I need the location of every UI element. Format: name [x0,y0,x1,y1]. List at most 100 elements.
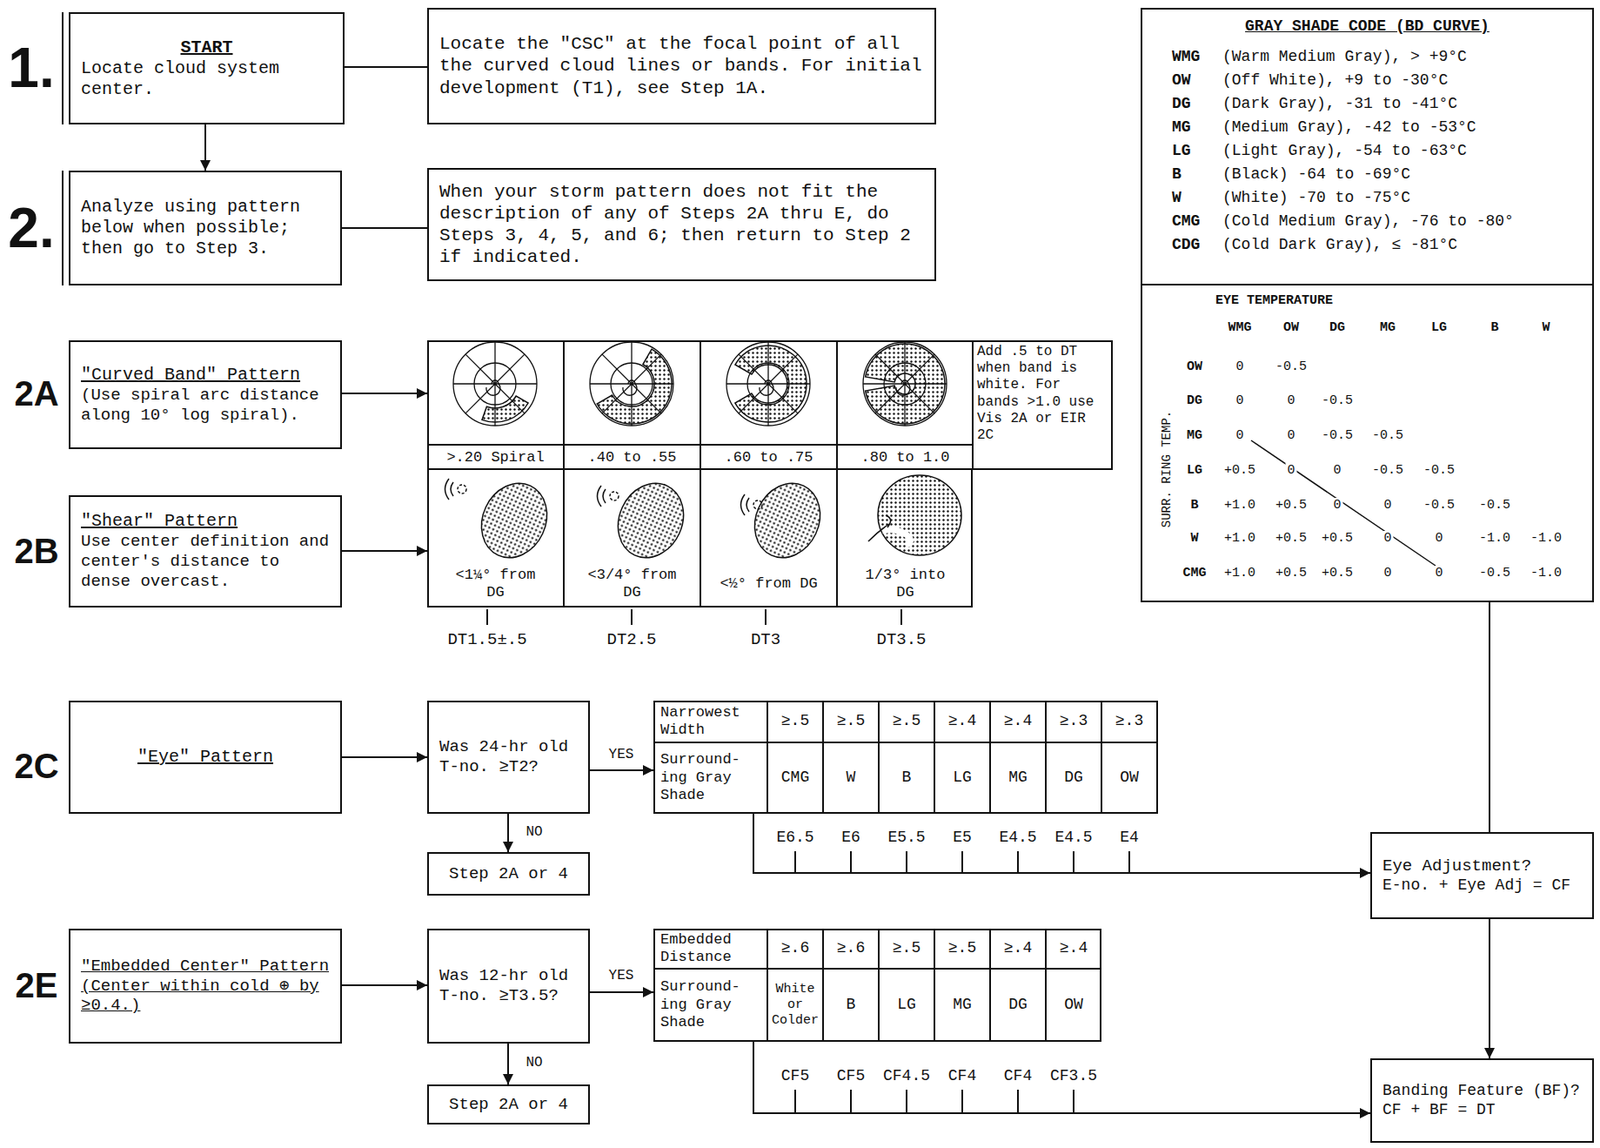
table-cell: -1.0 [1528,530,1564,547]
table-cell: B [1170,163,1221,187]
code-table: GRAY SHADE CODE (BD CURVE)WMG(Warm Mediu… [1140,7,1594,286]
process-box: Step 2A or 4 [427,1084,590,1125]
table-cell: -1.0 [1528,565,1564,582]
table-cell: 0 [1233,359,1246,375]
step-number: 2E [15,964,59,1006]
table-cell: OW [1101,742,1158,814]
decision-box: Was 12-hr old T-no. ≥T3.5? [427,928,590,1044]
lookup-table: Embedded Distance≥.6≥.6≥.5≥.5≥.4≥.4Surro… [653,928,1102,1042]
table-cell: Add .5 to DT when band is white. For ban… [975,343,1110,467]
instruction-box: When your storm pattern does not fit the… [427,167,937,282]
table-cell: 0 [1331,462,1343,479]
table-cell: W [1539,320,1552,336]
value-label: CF4 [1004,1066,1032,1086]
table-cell: ≥.6 [823,928,879,969]
box-text: Was 12-hr old T-no. ≥T3.5? [439,965,578,1006]
table-cell: -0.5 [1319,393,1355,409]
table-cell: LG [1170,140,1221,163]
table-cell: 0 [1285,462,1297,479]
table-cell: GRAY SHADE CODE (BD CURVE) [1140,14,1594,40]
table-cell: ≥.4 [934,700,991,743]
connector [589,990,654,993]
box-text: START [80,37,333,59]
table-cell: +0.5 [1273,565,1309,582]
table-cell: (Medium Gray), -42 to -53°C [1220,116,1587,140]
table-cell: OW [1184,359,1205,375]
table-cell: .80 to 1.0 [836,446,974,469]
table-cell: ≥.4 [990,928,1046,969]
table-cell: (Warm Medium Gray), > +9°C [1220,46,1587,69]
connector [753,813,1371,873]
connector [341,549,428,552]
value-label: CF4.5 [883,1066,931,1086]
adjustment-table: EYE TEMPERATUREWMGOWDGMGLGBWSURR. RING T… [1140,283,1594,603]
table-cell: -0.5 [1477,497,1513,514]
table-cell: Surround- ing Gray Shade [658,742,766,814]
table-cell: W [823,742,879,814]
box-text: Eye Adjustment? [1382,856,1582,877]
table-cell: LG [1184,462,1205,479]
table-cell: +1.0 [1222,497,1258,514]
connector [589,769,654,771]
connector [1488,602,1491,832]
value-label: DT2.5 [606,629,657,650]
instruction-box: Locate the "CSC" at the focal point of a… [427,7,937,125]
box-text: Step 2A or 4 [437,1094,580,1115]
pattern-box: "Eye" Pattern [68,700,342,814]
table-cell: OW [1281,320,1301,336]
table-cell: MG [990,742,1046,814]
value-label: DT3.5 [876,629,926,650]
formula-box: Eye Adjustment?E-no. + Eye Adj = CF [1370,831,1594,919]
table-cell: MG [1170,116,1221,140]
table-cell: -1.0 [1477,530,1513,547]
step-number: 2B [13,529,59,572]
table-cell: ≥.3 [1101,700,1158,743]
table-cell: Embedded Distance [658,928,766,969]
table-cell: CMG [767,742,824,814]
table-cell: ≥.4 [990,700,1046,743]
table-cell: DG [1184,393,1205,409]
value-label: E4.5 [998,828,1037,848]
table-cell: 0 [1285,428,1297,444]
table-cell: (Dark Gray), -31 to -41°C [1220,93,1587,116]
box-text: Locate the "CSC" at the focal point of a… [439,33,924,100]
table-cell: 0 [1432,565,1445,582]
table-cell: 0 [1432,530,1445,547]
value-label: E6 [841,828,861,848]
box-text: Analyze using pattern below when possibl… [80,196,330,260]
table-cell: DG [990,968,1046,1042]
value-label: DT1.5±.5 [447,629,527,650]
table-cell: White or Colder [767,968,824,1042]
table-cell: (Light Gray), -54 to -63°C [1220,140,1587,163]
box-text: When your storm pattern does not fit the… [439,180,924,269]
table-cell: MG [1184,428,1205,444]
step-number: 2A [13,372,59,415]
shear-figure [445,472,963,569]
connector [204,124,207,171]
lookup-table: Narrowest Width≥.5≥.5≥.5≥.4≥.4≥.3≥.3Surr… [653,700,1159,814]
table-cell: (Cold Medium Gray), -76 to -80° [1220,210,1587,234]
table-cell: MG [934,968,991,1042]
pattern-box: "Embedded Center" Pattern (Center within… [68,928,342,1044]
figure-row: <1¼° from DG<3/4° from DG<½° from DG1/3°… [427,468,973,608]
box-text: Was 24-hr old T-no. ≥T2? [439,736,578,777]
table-cell: OW [1045,968,1102,1042]
connector [341,984,428,986]
step-number: 1. [7,34,54,102]
box-text: "Curved Band" Pattern [80,364,330,386]
connector [341,392,428,395]
table-cell: 1/3° into DG [854,562,957,606]
box-text: (Use spiral arc distance along 10° log s… [80,385,330,426]
edge-label: YES [607,746,636,764]
table-cell: OW [1170,69,1221,93]
table-cell: ≥.6 [767,928,824,969]
table-cell: +0.5 [1319,530,1355,547]
value-label: CF5 [836,1066,865,1086]
box-text: "Shear" Pattern [80,510,330,532]
box-text: Step 2A or 4 [437,863,580,884]
table-cell: +0.5 [1222,462,1258,479]
table-cell: +1.0 [1222,565,1258,582]
formula-box: Banding Feature (BF)?CF + BF = DT [1370,1057,1594,1143]
table-cell: CDG [1170,234,1221,257]
